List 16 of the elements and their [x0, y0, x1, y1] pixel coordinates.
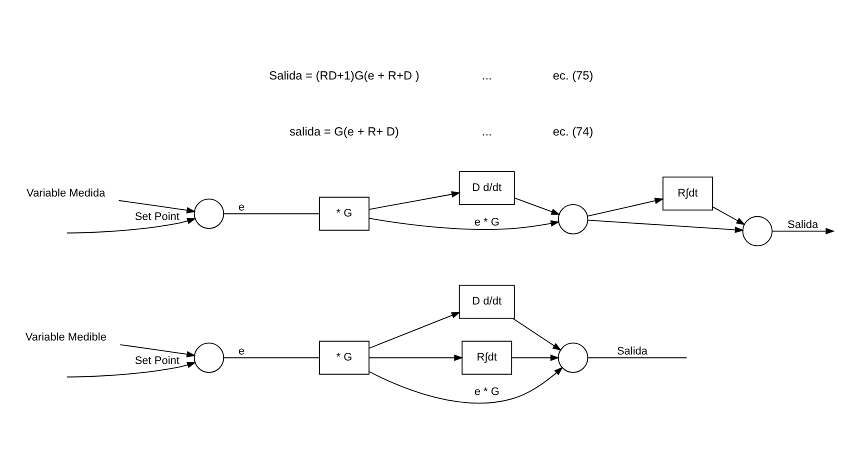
edge-label: Set Point — [134, 354, 180, 367]
edge-label: Salida — [788, 219, 818, 232]
edge-label: e — [238, 346, 245, 358]
edge-label: Salida — [616, 346, 648, 358]
label: salida = G(e + R+ D) — [289, 124, 400, 138]
edge-label: e — [238, 202, 245, 214]
edge-label: e * G — [474, 216, 500, 228]
label: ... — [482, 68, 492, 82]
node-text: Variable Medible — [25, 331, 106, 344]
label: ... — [482, 124, 492, 138]
label: Salida = (RD+1)G(e + R+D ) — [269, 68, 420, 82]
edge-label: Set Point — [134, 210, 180, 223]
label: ec. (74) — [552, 124, 594, 138]
edge-label: e * G — [474, 386, 500, 398]
node-text: Variable Medida — [26, 187, 106, 200]
label: ec. (75) — [552, 68, 594, 82]
